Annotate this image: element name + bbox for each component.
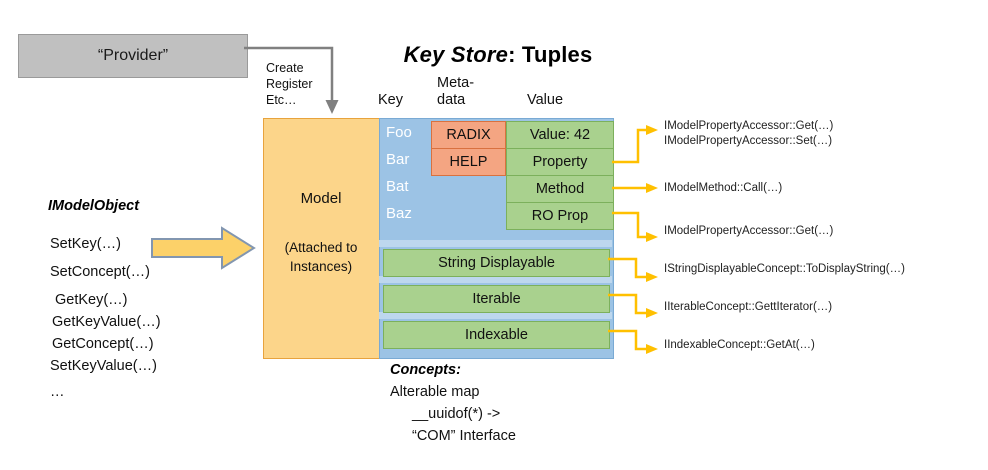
model-panel-title: Model [300,190,342,207]
annotation-ro-prop-accessor: IModelPropertyAccessor::Get(…) [664,224,833,239]
annotation-property-accessor-get: IModelPropertyAccessor::Get(…) [664,120,834,132]
provider-caption-line-2: Register [266,77,313,91]
connector-model-method [612,182,660,194]
annotation-iterable-getiterator: IIterableConcept::GettIterator(…) [664,301,833,313]
annotation-indexable-getat: IIndexableConcept::GetAt(…) [664,339,815,351]
concepts-title: Concepts: [390,362,461,378]
page-title-emphasis: Key Store [403,42,509,67]
provider-caption: Create Register Etc… [266,60,336,108]
metadata-cell-help: HELP [431,148,506,176]
imodelobject-method-setkey: SetKey(…) [50,236,121,252]
annotation-model-method-call: IModelMethod::Call(…) [664,182,783,194]
page-title-rest: : Tuples [508,42,593,67]
connector-ro-prop-accessor [612,209,660,245]
column-header-metadata: Meta- data [437,75,497,109]
value-cell-method: Method [506,175,614,203]
concepts-line-alterable-map: Alterable map [390,384,480,400]
provider-label: “Provider” [97,47,169,64]
annotation-ro-prop-accessor-get: IModelPropertyAccessor::Get(…) [664,225,834,237]
panel-stripe-2 [379,276,612,283]
annotation-string-displayable: IStringDisplayableConcept::ToDisplayStri… [664,262,905,277]
value-cell-property: Property [506,148,614,176]
model-panel-subtitle: (Attached to Instances) [263,238,379,276]
annotation-property-accessor-set: IModelPropertyAccessor::Set(…) [664,135,833,147]
concept-bar-string-displayable: String Displayable [383,249,610,277]
provider-box: “Provider” [18,34,248,78]
connector-iterable [608,292,660,320]
annotation-property-accessor: IModelPropertyAccessor::Get(…) IModelPro… [664,119,833,149]
annotation-indexable: IIndexableConcept::GetAt(…) [664,338,815,353]
imodelobject-title: IModelObject [48,198,140,214]
provider-caption-line-3: Etc… [266,93,297,107]
connector-indexable [608,328,660,356]
key-label-bar: Bar [386,151,410,168]
key-label-baz: Baz [386,205,412,222]
annotation-string-displayable-todisplaystring: IStringDisplayableConcept::ToDisplayStri… [664,263,905,275]
annotation-model-method: IModelMethod::Call(…) [664,181,782,196]
concept-bar-indexable: Indexable [383,321,610,349]
key-label-bat: Bat [386,178,409,195]
page-title: Key Store: Tuples [378,42,618,68]
column-header-key: Key [378,92,403,108]
concepts-line-com-interface: “COM” Interface [412,428,516,444]
connector-property-accessor [612,124,660,166]
imodelobject-method-ellipsis: … [50,384,65,400]
imodelobject-method-getkeyvalue: GetKeyValue(…) [52,314,161,330]
concepts-line-uuidof: __uuidof(*) -> [412,406,501,422]
imodelobject-method-setconcept: SetConcept(…) [50,264,150,280]
connector-string-displayable [608,256,660,284]
imodelobject-method-setkeyvalue: SetKeyValue(…) [50,358,157,374]
imodelobject-method-getkey: GetKey(…) [55,292,128,308]
key-label-foo: Foo [386,124,412,141]
value-cell-ro-prop: RO Prop [506,202,614,230]
metadata-cell-radix: RADIX [431,121,506,149]
model-panel-subtitle-line-1: (Attached to [284,240,358,255]
panel-stripe-3 [379,312,612,319]
provider-caption-line-1: Create [266,61,304,75]
model-panel [263,118,381,359]
concept-bar-iterable: Iterable [383,285,610,313]
provider-connector-arrow [244,46,354,124]
panel-stripe-1 [379,240,612,247]
flow-arrow-right [150,226,258,270]
column-header-metadata-line-2: data [437,92,466,108]
value-cell-value-42: Value: 42 [506,121,614,149]
model-panel-subtitle-line-2: Instances) [289,259,353,274]
column-header-value: Value [527,92,564,108]
column-header-metadata-line-1: Meta- [437,75,475,91]
imodelobject-method-getconcept: GetConcept(…) [52,336,154,352]
annotation-iterable: IIterableConcept::GettIterator(…) [664,300,832,315]
